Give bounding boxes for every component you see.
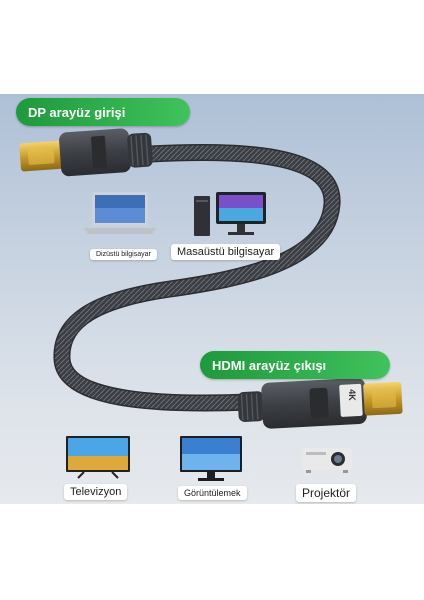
projector-label: Projektör	[296, 484, 357, 502]
monitor-label: Görüntülemek	[178, 486, 247, 500]
dp-connector	[19, 128, 153, 177]
hdmi-output-label: HDMI arayüz çıkışı	[200, 351, 390, 379]
desktop-icon	[194, 192, 266, 236]
projector-icon	[302, 448, 352, 473]
monitor-icon	[180, 436, 242, 481]
product-panel: DP arayüz girişi HDMI arayüz çıkışı 4K D…	[0, 94, 424, 504]
television-icon	[66, 436, 130, 479]
television-label: Televizyon	[64, 484, 128, 500]
laptop-icon	[84, 192, 156, 234]
dp-input-label: DP arayüz girişi	[16, 98, 190, 126]
hdmi-4k-mark: 4K	[346, 389, 357, 401]
laptop-label: Dizüstü bilgisayar	[90, 249, 157, 260]
hdmi-connector	[237, 378, 403, 429]
desktop-label: Masaüstü bilgisayar	[171, 244, 281, 260]
cable-diagram	[19, 128, 403, 429]
